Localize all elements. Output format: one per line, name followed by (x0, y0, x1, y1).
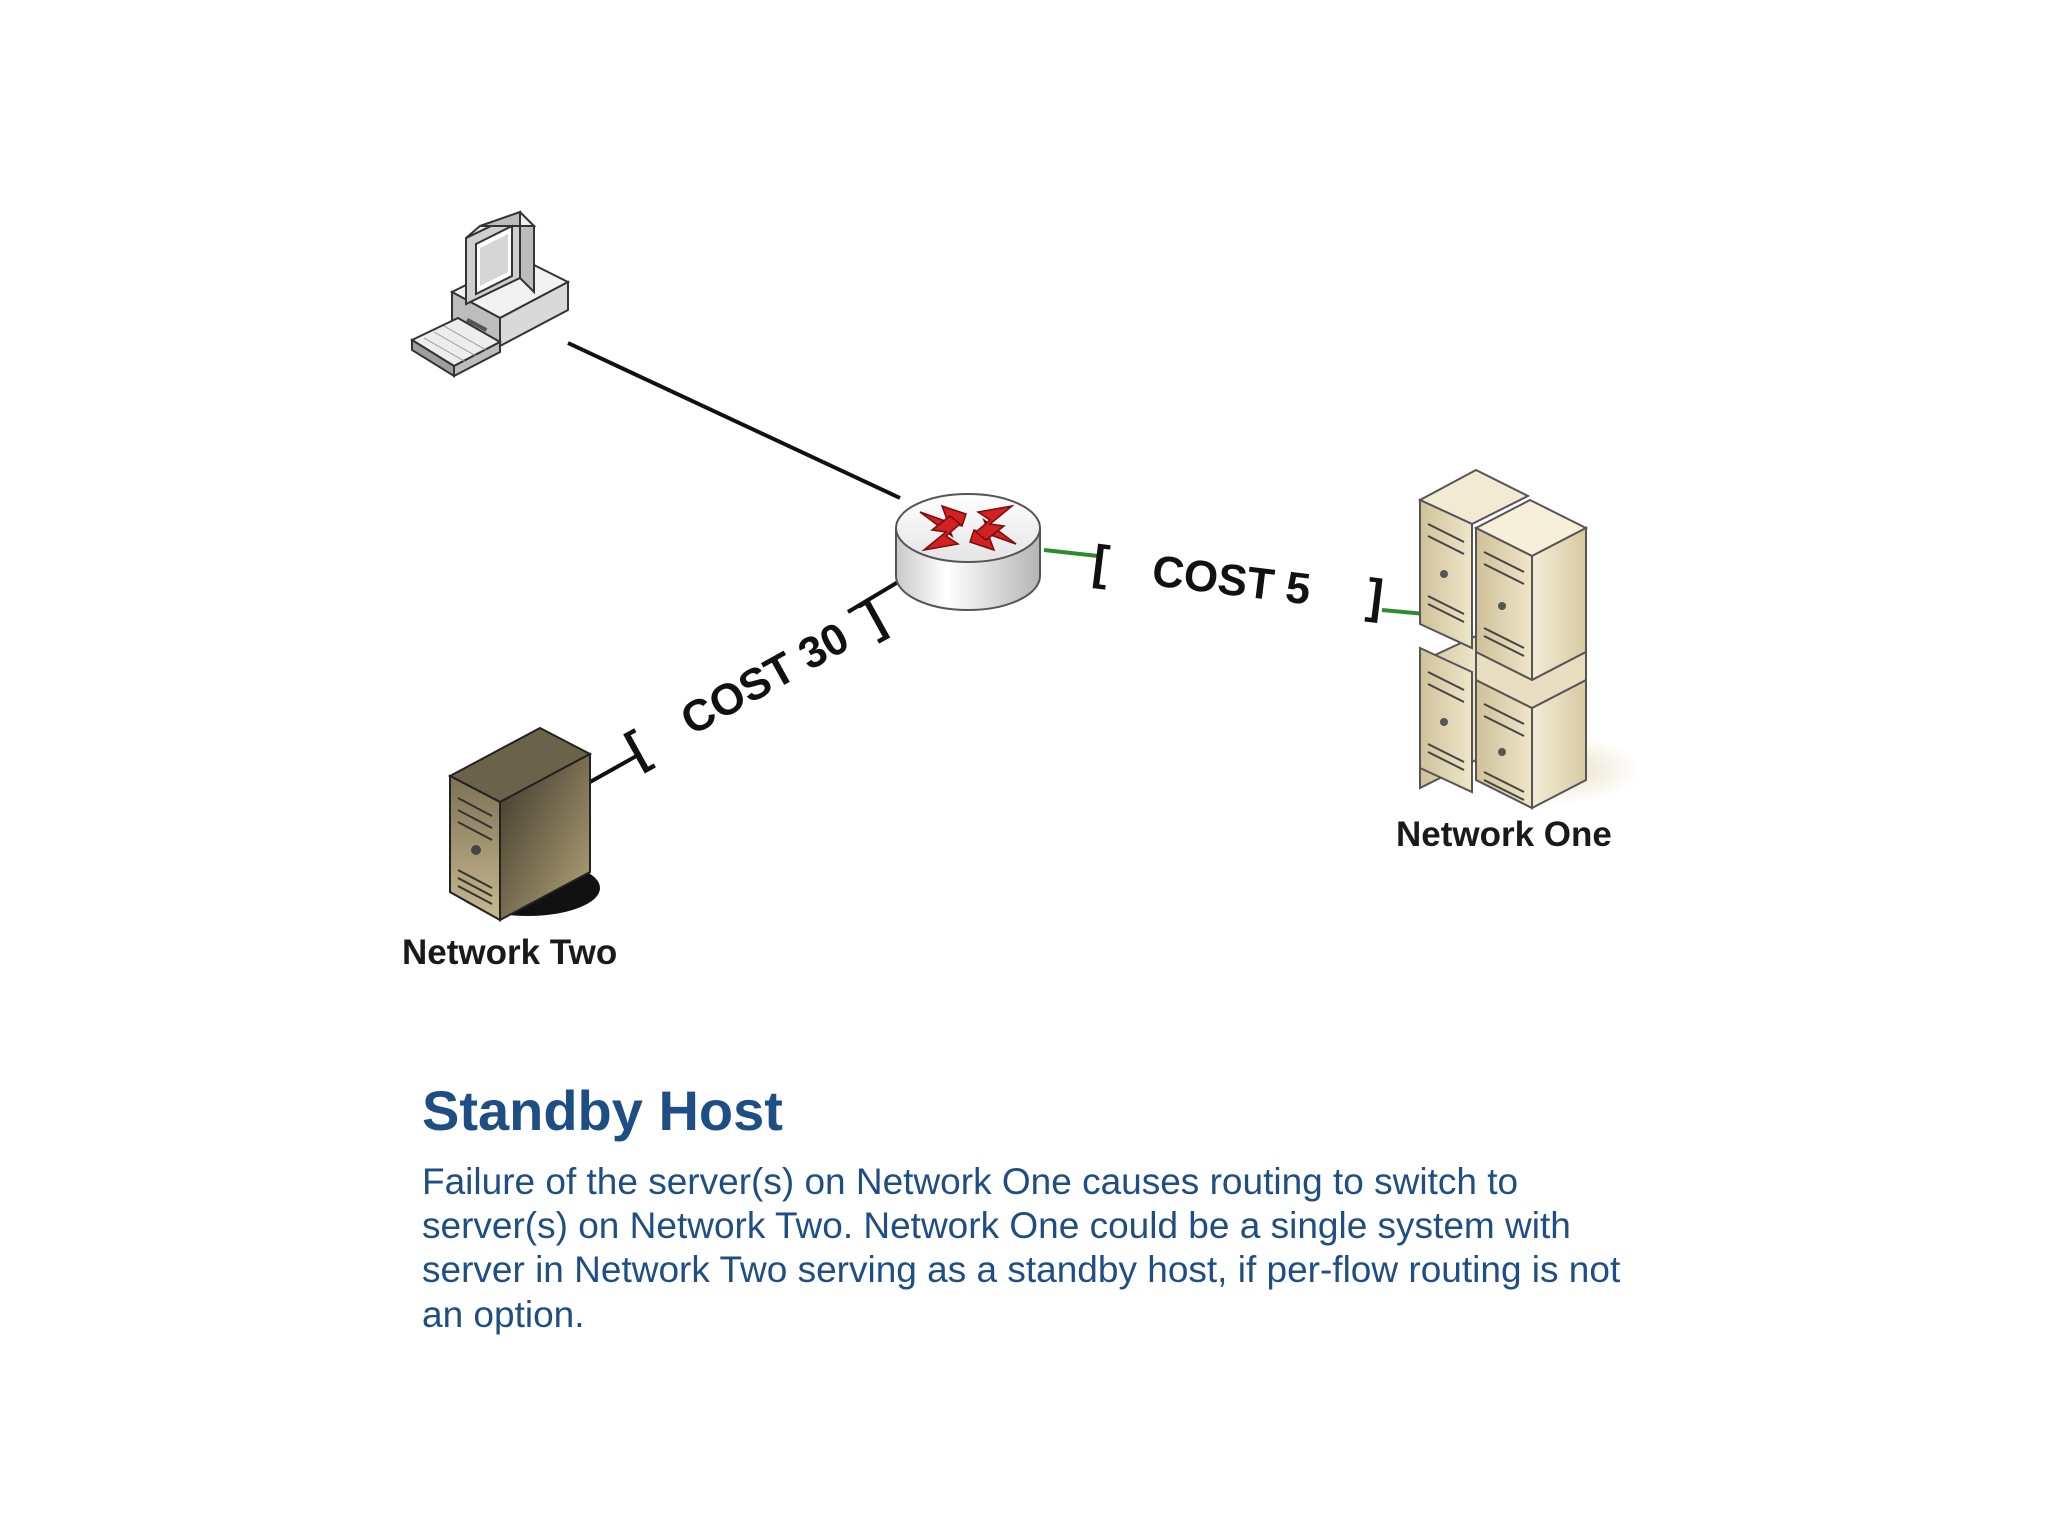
caption-body: Failure of the server(s) on Network One … (422, 1160, 1621, 1335)
desktop-computer-icon (409, 210, 571, 378)
cost-5-label: COST 5 (1149, 546, 1313, 614)
server-tower-icon (447, 726, 600, 922)
cost-30-label-group: [ COST 30 ] (617, 591, 893, 776)
cost-30-label: COST 30 (673, 613, 857, 745)
link-router-network-two-lower (589, 752, 641, 784)
bracket-close: ] (1364, 570, 1386, 625)
network-one-label: Network One (1396, 815, 1612, 854)
bracket-open: [ (617, 722, 657, 776)
bracket-open: [ (1090, 536, 1112, 591)
link-router-network-two (846, 580, 900, 614)
link-router-network-one-right (1381, 608, 1426, 616)
caption-title: Standby Host (422, 1079, 783, 1142)
router-icon (895, 493, 1041, 611)
link-router-network-one (1043, 548, 1099, 558)
network-two-label: Network Two (402, 933, 617, 972)
server-cluster-icon (1417, 468, 1640, 810)
caption: Standby Host Failure of the server(s) on… (422, 1080, 1662, 1337)
link-workstation-router (567, 341, 901, 500)
cost-5-label-group: [ COST 5 ] (1090, 536, 1386, 624)
